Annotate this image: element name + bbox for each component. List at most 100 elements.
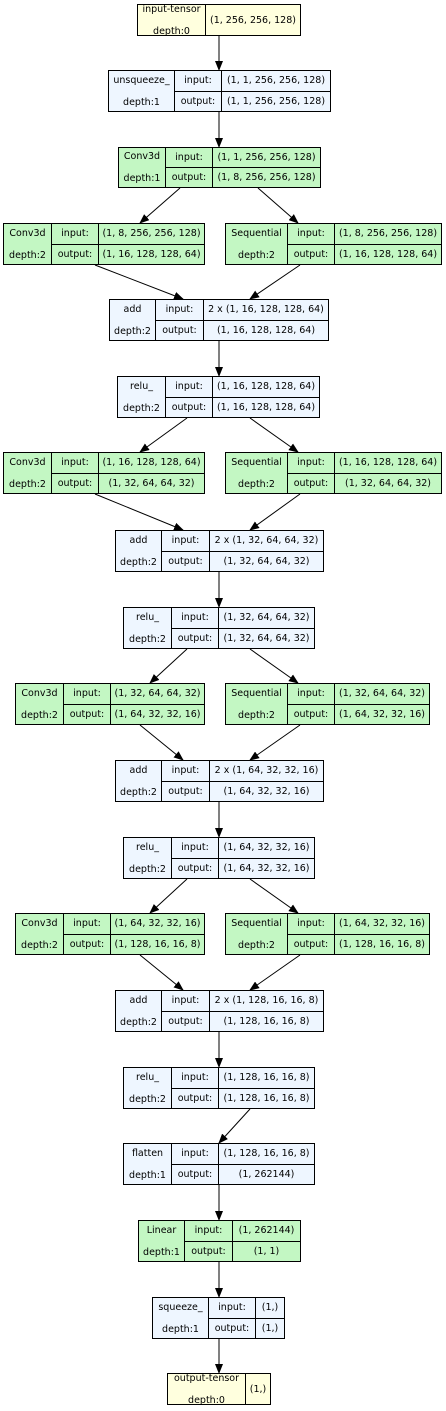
output-shape: (1, 16, 128, 128, 64) [99, 243, 204, 265]
port-shapes: (1, 1, 256, 256, 128)(1, 1, 256, 256, 12… [222, 71, 330, 111]
output-label: output: [162, 550, 209, 572]
layer-name: Conv3d [9, 227, 46, 239]
input-shape: 2 x (1, 64, 32, 32, 16) [214, 765, 319, 777]
port-shapes: (1, 32, 64, 64, 32) (1, 64, 32, 32, 16) [335, 684, 429, 724]
port-labels: input:output: [172, 1144, 219, 1184]
input-shape: (1, 8, 256, 256, 128) [338, 228, 438, 240]
port-labels: input:output: [52, 453, 99, 493]
layer-depth: depth:2 [120, 786, 157, 798]
port-shapes: (1, 262144) (1, 1) [233, 1221, 300, 1261]
output-label: output: [288, 933, 334, 955]
input-label: input: [194, 1225, 223, 1237]
layer-name: add [129, 534, 148, 546]
edge-relu-2-to-seq-3 [249, 648, 299, 684]
output-shape: (1, 64, 32, 32, 16) [210, 780, 323, 802]
node-name: relu_depth:2 [124, 608, 172, 648]
port-shapes: (1, 32, 64, 64, 32)(1, 32, 64, 64, 32) [219, 608, 314, 648]
layer-depth: depth:0 [153, 25, 190, 37]
input-shape: (1, 64, 32, 32, 16) [223, 842, 310, 854]
input-shape: 2 x (1, 32, 64, 64, 32) [214, 535, 319, 547]
layer-depth: depth:2 [21, 939, 58, 951]
layer-name: relu_ [136, 841, 159, 853]
port-labels: input:output: [175, 71, 222, 111]
layer-depth: depth:2 [238, 249, 275, 261]
output-label: output: [52, 472, 98, 494]
port-shapes: (1, 64, 32, 32, 16)(1, 128, 16, 16, 8) [335, 914, 429, 954]
output-label: output: [172, 857, 218, 879]
output-label: output: [162, 780, 209, 802]
port-shapes: (1, 32, 64, 64, 32)(1, 64, 32, 32, 16) [111, 684, 204, 724]
layer-name: Conv3d [9, 456, 46, 468]
node-name: relu_depth:2 [124, 838, 172, 878]
output-shape: (1, 64, 32, 32, 16) [335, 703, 429, 725]
layer-name: Linear [146, 1224, 177, 1236]
tensor-shape-value: (1, 256, 256, 128) [210, 14, 296, 26]
input-label: input: [181, 842, 209, 854]
edge-conv3d-4-to-add-4 [139, 954, 184, 991]
port-shapes: (1,)(1,) [256, 1298, 284, 1338]
port-shapes: 2 x (1, 32, 64, 64, 32)(1, 32, 64, 64, 3… [210, 531, 323, 571]
output-shape: (1, 32, 64, 64, 32) [99, 472, 204, 494]
node-relu-3[interactable]: relu_depth:2 input: output: (1, 64, 32, 32,… [123, 837, 315, 879]
layer-name: relu_ [136, 611, 159, 623]
output-shape: (1, 32, 64, 64, 32) [219, 627, 314, 649]
output-shape: (1, 1) [233, 1240, 300, 1262]
input-shape: (1, 262144) [238, 1225, 295, 1237]
tensor-shape-value: (1,) [249, 1383, 267, 1395]
output-shape: (1, 16, 128, 128, 64) [213, 396, 319, 418]
input-shape: (1, 32, 64, 64, 32) [114, 688, 201, 700]
output-shape: (1,) [256, 1317, 284, 1339]
tensor-shape: (1,) [246, 1374, 270, 1404]
edge-seq-1-to-add-1 [249, 264, 301, 300]
output-label: output: [166, 167, 212, 187]
edge-conv3d-1-to-add-1 [94, 264, 184, 300]
port-shapes: (1, 128, 16, 16, 8)(1, 128, 16, 16, 8) [219, 1068, 314, 1108]
port-labels: input:output: [156, 300, 204, 340]
layer-depth: depth:1 [129, 1169, 166, 1181]
layer-name: output-tensor [173, 1372, 240, 1384]
node-name: relu_depth:2 [118, 377, 166, 417]
port-labels: input:output: [162, 991, 210, 1031]
layer-depth: depth:0 [188, 1394, 225, 1406]
edge-seq-2-to-add-2 [249, 493, 301, 531]
edge-conv3d-3-to-add-3 [139, 724, 184, 761]
input-label: input: [73, 688, 101, 700]
input-label: input: [171, 765, 200, 777]
layer-depth: depth:2 [120, 556, 157, 568]
input-shape: (1, 1, 256, 256, 128) [226, 75, 326, 87]
input-shape: (1, 32, 64, 64, 32) [339, 688, 425, 700]
layer-depth: depth:2 [238, 478, 275, 490]
edge-relu-3-to-seq-4 [249, 878, 299, 914]
node-output-tensor[interactable]: output-tensor depth:0 (1,) [167, 1372, 271, 1406]
edge-relu-4-to-flatten [218, 1108, 251, 1144]
input-shape: (1, 8, 256, 256, 128) [102, 228, 201, 240]
port-shapes: (1, 8, 256, 256, 128)(1, 16, 128, 128, 6… [335, 224, 441, 264]
